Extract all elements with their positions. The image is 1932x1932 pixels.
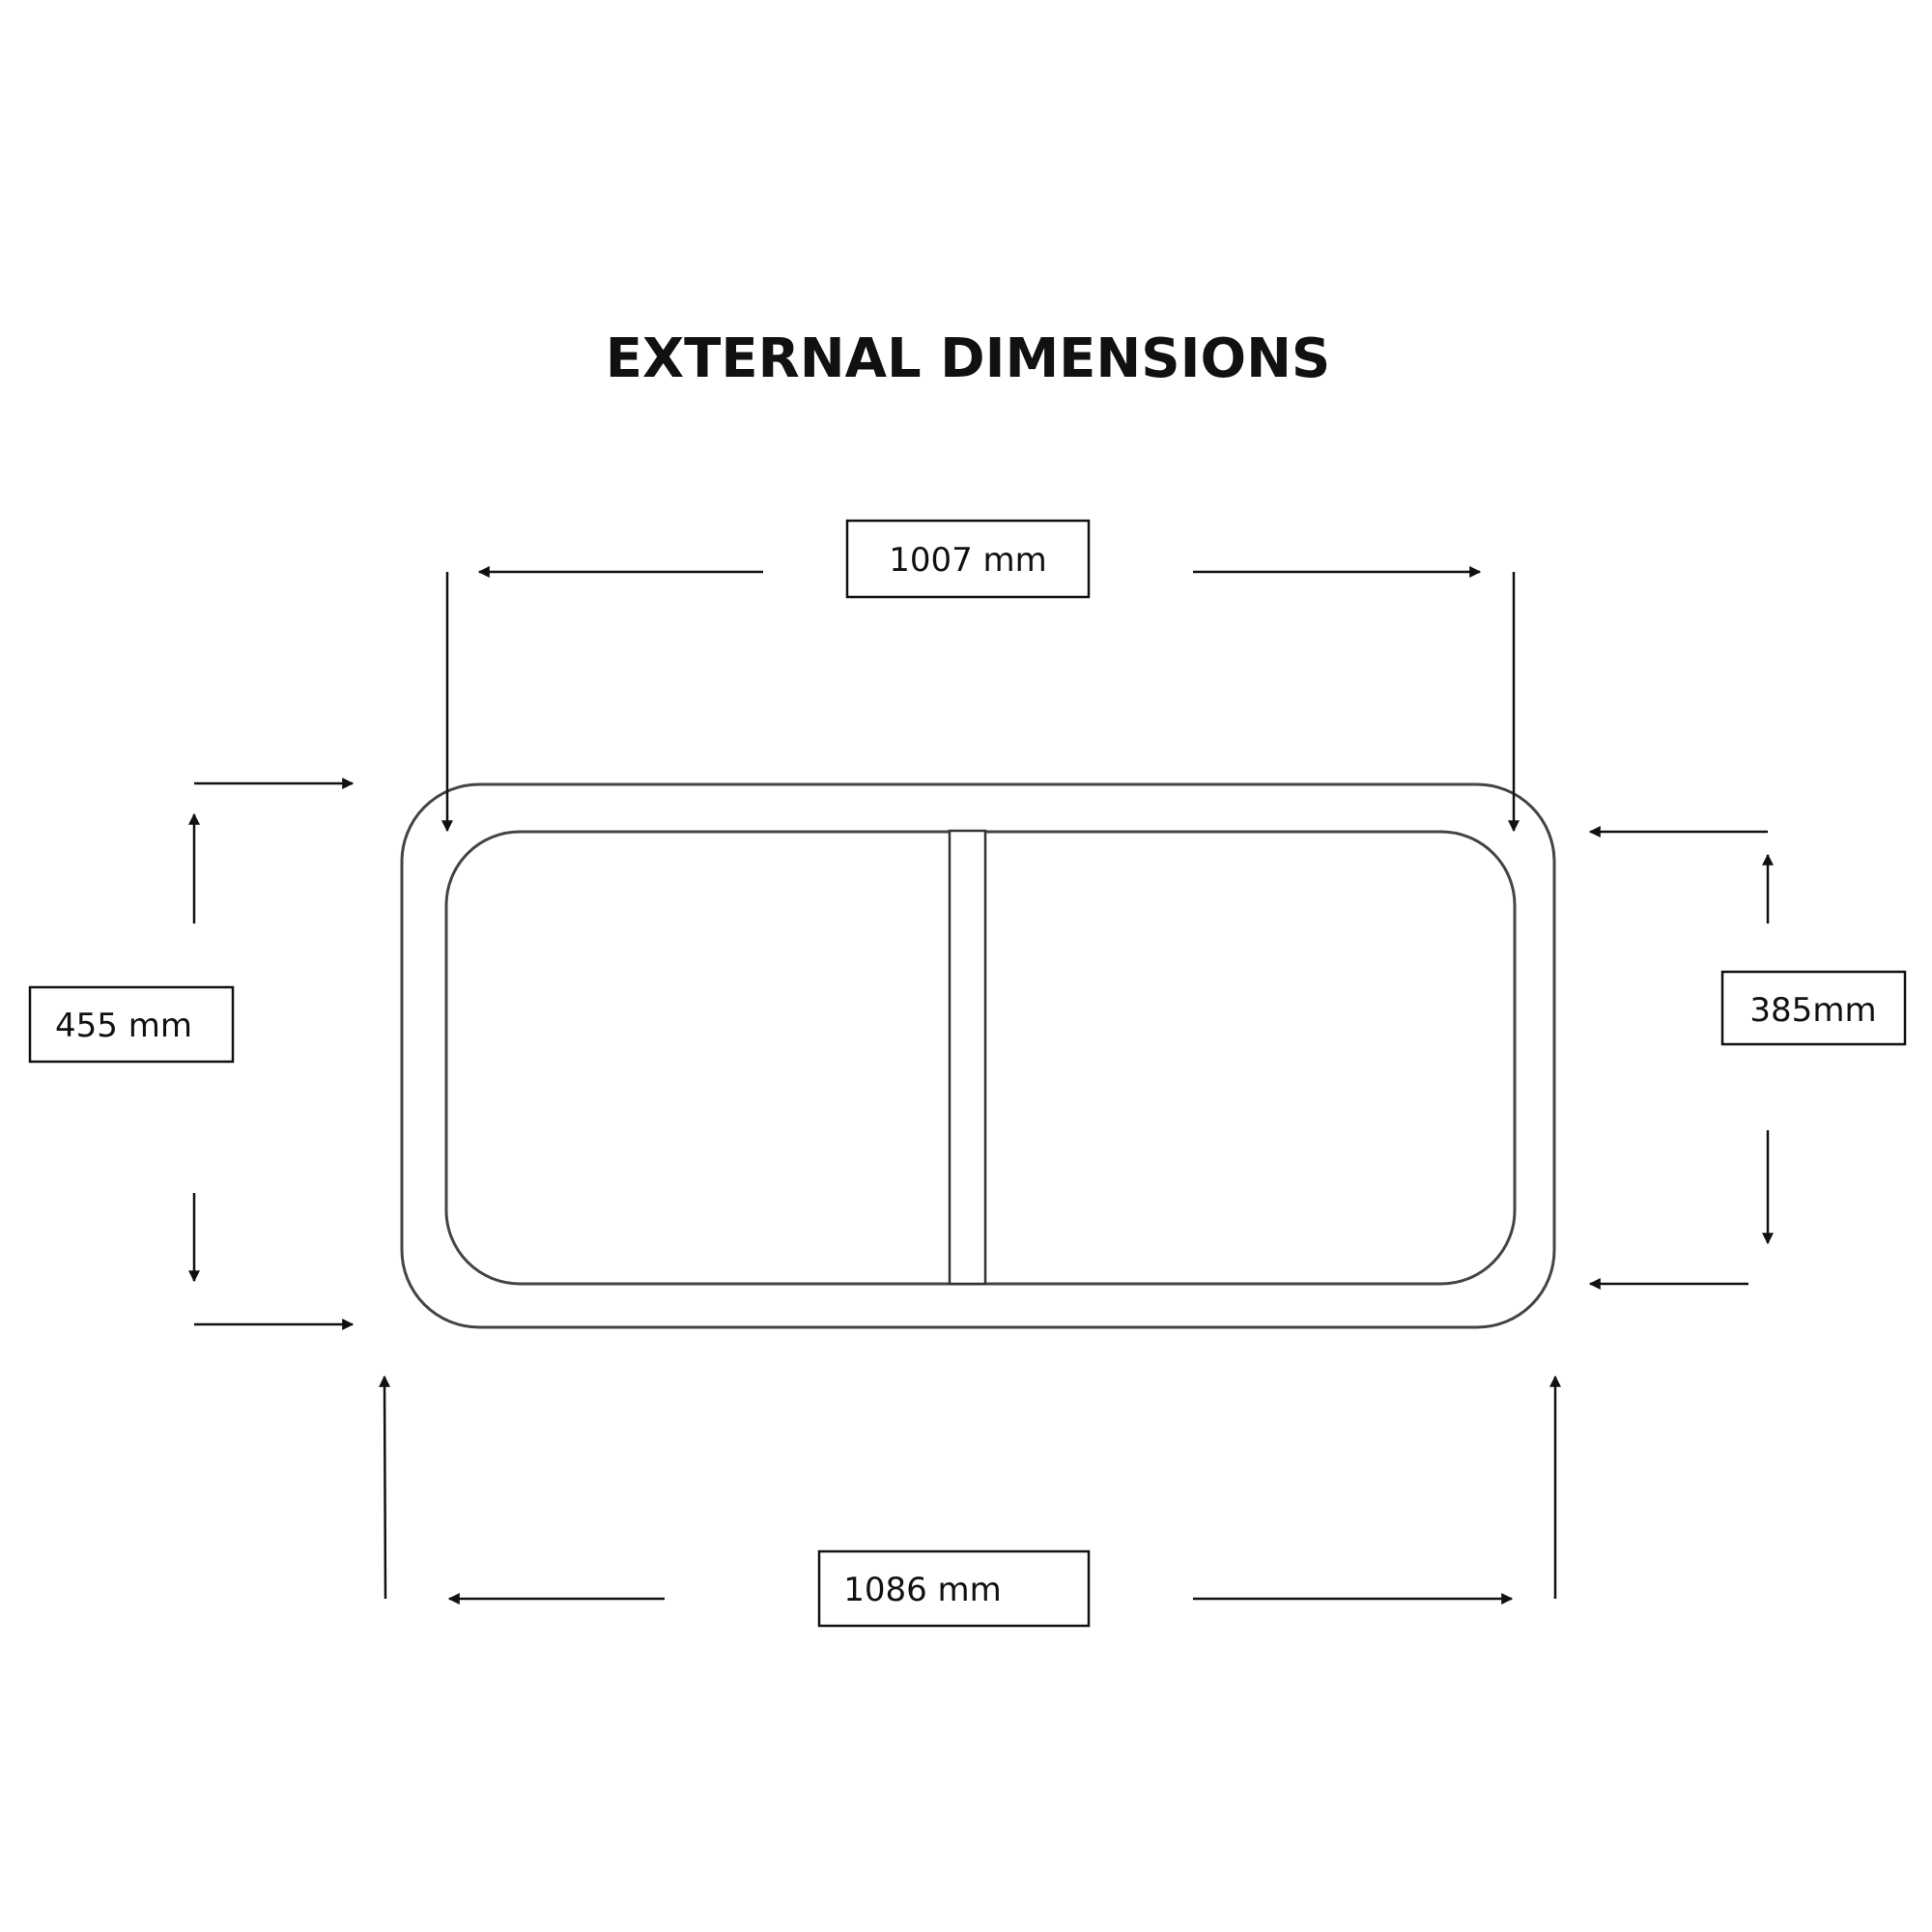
dimension-outer-width: 1086 mm [379, 1375, 1561, 1628]
dimension-inner-width: 1007 mm [441, 519, 1520, 833]
dimension-label: 1007 mm [889, 541, 1047, 580]
arrow-up-left [379, 1375, 391, 1600]
label-box [817, 1549, 1091, 1628]
diagram-title: EXTERNAL DIMENSIONS [606, 327, 1331, 390]
dimension-label: 385mm [1749, 991, 1876, 1030]
label-box [1720, 970, 1907, 1046]
dimension-label: 1086 mm [843, 1571, 1002, 1609]
dimension-label: 455 mm [55, 1007, 192, 1045]
dimension-outer-height: 455 mm [28, 778, 355, 1330]
dimension-inner-height: 385mm [1588, 826, 1907, 1290]
outer-frame [400, 782, 1556, 1329]
label-box [845, 519, 1091, 599]
label-box [28, 985, 235, 1064]
center-divider [948, 829, 987, 1286]
